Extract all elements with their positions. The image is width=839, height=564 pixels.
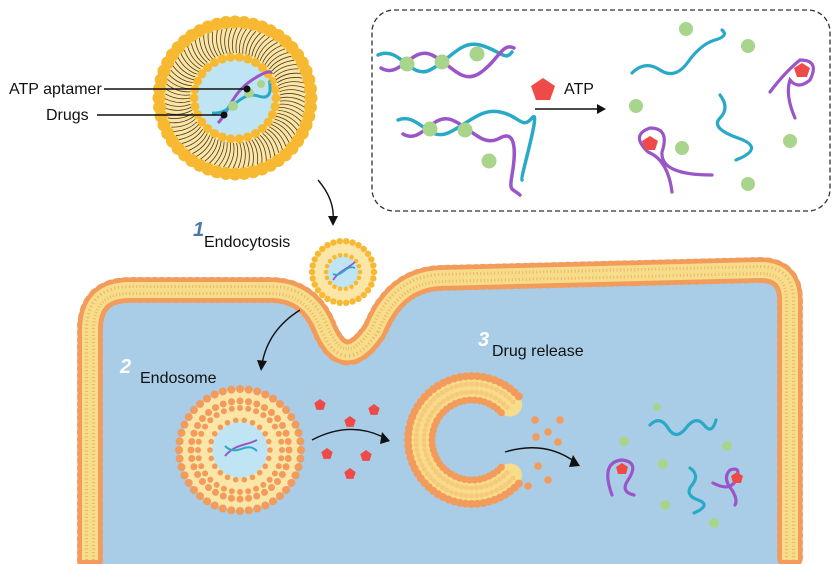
atp-aptamer-label: ATP aptamer xyxy=(9,81,102,98)
aptamer-atp-complex xyxy=(637,126,714,194)
arrow-to-endocytosis xyxy=(317,179,334,221)
released-lipids xyxy=(524,416,564,490)
step-3-number: 3 xyxy=(478,329,489,351)
endosome xyxy=(175,385,305,515)
pentagon-icon xyxy=(321,448,333,459)
pentagon-icon xyxy=(344,416,356,427)
double-helix-icon xyxy=(396,109,537,197)
label-atp-aptamer: ATP aptamer xyxy=(9,81,251,98)
arrow-to-release-products xyxy=(504,447,576,463)
disrupted-endosome xyxy=(404,372,523,508)
aptamer-atp-complex xyxy=(606,458,636,497)
small-liposome xyxy=(308,237,378,307)
inset-duplexes xyxy=(376,42,537,197)
step-1-number: 1 xyxy=(193,219,204,241)
pentagon-icon xyxy=(368,404,380,415)
inset-products xyxy=(629,22,815,194)
label-drugs: Drugs xyxy=(46,107,228,124)
atp-label: ATP xyxy=(564,81,594,98)
drugs-label: Drugs xyxy=(46,107,89,124)
aptamer-atp-complex xyxy=(768,58,815,120)
lipid-tails xyxy=(164,27,306,169)
step-2-number: 2 xyxy=(119,356,131,378)
lipid-heads-inner xyxy=(189,52,281,144)
atp-aptamer-liposome xyxy=(152,15,318,181)
lipid-heads-outer xyxy=(152,15,318,181)
aptamer-atp-complex xyxy=(711,467,743,507)
released-products xyxy=(606,403,743,528)
step-3-label: Drug release xyxy=(492,343,584,360)
pentagon-icon xyxy=(531,78,555,100)
double-helix-icon xyxy=(376,42,516,79)
step-1-label: Endocytosis xyxy=(204,234,290,251)
step-2-label: Endosome xyxy=(140,370,217,387)
arrow-to-endosome xyxy=(261,309,301,365)
pentagon-icon xyxy=(314,399,326,410)
arrow-to-disrupted-endosome xyxy=(311,428,386,441)
pentagon-icon xyxy=(344,468,356,479)
atp-molecules xyxy=(314,399,380,479)
pentagon-icon xyxy=(360,450,372,461)
